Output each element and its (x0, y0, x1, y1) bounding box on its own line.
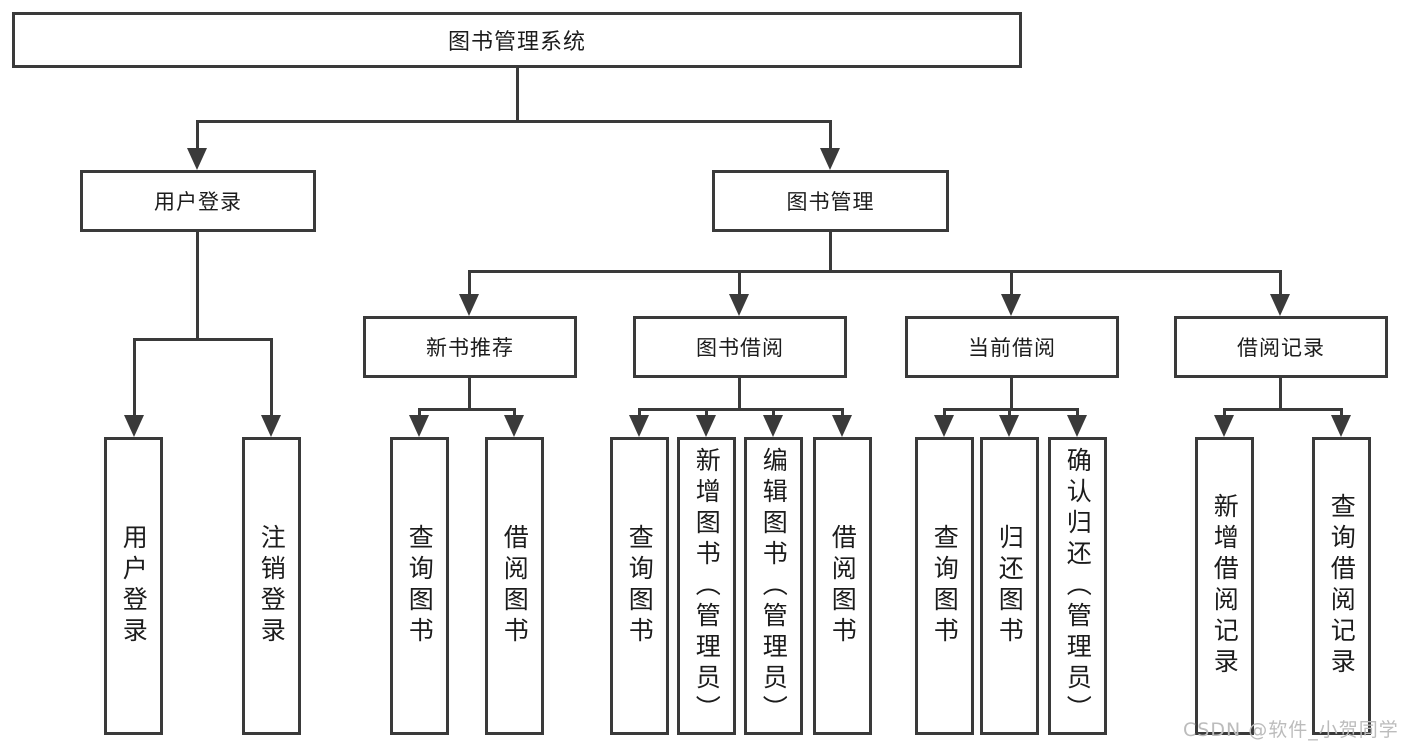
leaf-confirm-return-admin: 确认归还（管理员） (1048, 437, 1107, 735)
node-book-management: 图书管理 (712, 170, 949, 232)
node-label: 编辑图书（管理员） (759, 446, 789, 726)
leaf-user-login: 用户登录 (104, 437, 163, 735)
node-label: 查询图书 (625, 524, 655, 648)
leaf-add-borrow-record: 新增借阅记录 (1195, 437, 1254, 735)
connector-book-management-trunk (829, 232, 832, 270)
connector-drop-leaf (841, 408, 844, 418)
arrowhead-down-icon (1067, 415, 1087, 437)
connector-drop-book-management (829, 120, 832, 149)
connector-book-management-branch (468, 270, 1282, 273)
connector-book-borrow-branch (638, 408, 844, 411)
connector-drop-leaf-logout (270, 338, 273, 416)
connector-book-borrow-trunk (738, 378, 741, 408)
arrowhead-down-icon (999, 415, 1019, 437)
connector-user-login-branch (133, 338, 273, 341)
leaf-query-borrow-record: 查询借阅记录 (1312, 437, 1371, 735)
connector-drop-book-borrow (738, 270, 741, 295)
connector-root-branch (196, 120, 832, 123)
connector-drop-leaf (705, 408, 708, 418)
arrowhead-down-icon (1270, 294, 1290, 316)
node-label: 注销登录 (257, 524, 287, 648)
connector-drop-leaf (1340, 408, 1343, 418)
connector-drop-leaf (1008, 408, 1011, 418)
connector-drop-leaf (1223, 408, 1226, 418)
arrowhead-down-icon (124, 415, 144, 437)
node-label: 用户登录 (119, 524, 149, 648)
leaf-borrow-books: 借阅图书 (813, 437, 872, 735)
leaf-add-book-admin: 新增图书（管理员） (677, 437, 736, 735)
node-label: 当前借阅 (968, 336, 1056, 360)
csdn-watermark: CSDN @软件_小贺同学 (1183, 719, 1399, 741)
node-label: 新增借阅记录 (1210, 493, 1240, 679)
node-label: 确认归还（管理员） (1063, 446, 1093, 726)
arrowhead-down-icon (1001, 294, 1021, 316)
node-library-management-system: 图书管理系统 (12, 12, 1022, 68)
arrowhead-down-icon (696, 415, 716, 437)
arrowhead-down-icon (820, 148, 840, 170)
node-current-borrow: 当前借阅 (905, 316, 1119, 378)
arrowhead-down-icon (629, 415, 649, 437)
arrowhead-down-icon (261, 415, 281, 437)
arrowhead-down-icon (934, 415, 954, 437)
connector-new-book-recommend-trunk (468, 378, 471, 408)
node-label: 借阅图书 (828, 524, 858, 648)
node-label: 查询图书 (930, 524, 960, 648)
arrowhead-down-icon (459, 294, 479, 316)
arrowhead-down-icon (763, 415, 783, 437)
leaf-edit-book-admin: 编辑图书（管理员） (744, 437, 803, 735)
leaf-return-books: 归还图书 (980, 437, 1039, 735)
node-borrow-records: 借阅记录 (1174, 316, 1388, 378)
leaf-query-books-borrow: 查询图书 (610, 437, 669, 735)
connector-drop-leaf (772, 408, 775, 418)
connector-new-book-recommend-branch (418, 408, 516, 411)
node-book-borrow: 图书借阅 (633, 316, 847, 378)
arrowhead-down-icon (832, 415, 852, 437)
node-new-book-recommend: 新书推荐 (363, 316, 577, 378)
arrowhead-down-icon (1331, 415, 1351, 437)
connector-current-borrow-branch (943, 408, 1079, 411)
connector-current-borrow-trunk (1010, 378, 1013, 408)
arrowhead-down-icon (729, 294, 749, 316)
node-label: 新增图书（管理员） (692, 446, 722, 726)
connector-drop-leaf-user-login (133, 338, 136, 416)
node-label: 借阅记录 (1237, 336, 1325, 360)
connector-drop-borrow-records (1279, 270, 1282, 295)
node-label: 查询图书 (405, 524, 435, 648)
connector-drop-current-borrow (1010, 270, 1013, 295)
connector-borrow-records-trunk (1279, 378, 1282, 408)
connector-root-trunk (516, 68, 519, 121)
node-label: 图书管理系统 (447, 30, 586, 55)
connector-user-login-trunk (196, 232, 199, 338)
connector-drop-leaf (1076, 408, 1079, 418)
connector-borrow-records-branch (1223, 408, 1343, 411)
leaf-borrow-books-recommend: 借阅图书 (485, 437, 544, 735)
connector-drop-leaf (638, 408, 641, 418)
connector-drop-leaf (943, 408, 946, 418)
node-label: 图书借阅 (696, 336, 784, 360)
leaf-query-books-current: 查询图书 (915, 437, 974, 735)
node-label: 借阅图书 (500, 524, 530, 648)
connector-drop-user-login (196, 120, 199, 149)
node-user-login: 用户登录 (80, 170, 316, 232)
node-label: 归还图书 (995, 524, 1025, 648)
arrowhead-down-icon (409, 415, 429, 437)
node-label: 查询借阅记录 (1327, 493, 1357, 679)
node-label: 新书推荐 (426, 336, 514, 360)
connector-drop-leaf (513, 408, 516, 418)
connector-drop-leaf (418, 408, 421, 418)
connector-drop-new-book-recommend (468, 270, 471, 295)
arrowhead-down-icon (504, 415, 524, 437)
leaf-logout: 注销登录 (242, 437, 301, 735)
arrowhead-down-icon (1214, 415, 1234, 437)
arrowhead-down-icon (187, 148, 207, 170)
leaf-query-books-recommend: 查询图书 (390, 437, 449, 735)
node-label: 图书管理 (786, 190, 875, 214)
node-label: 用户登录 (154, 190, 242, 214)
